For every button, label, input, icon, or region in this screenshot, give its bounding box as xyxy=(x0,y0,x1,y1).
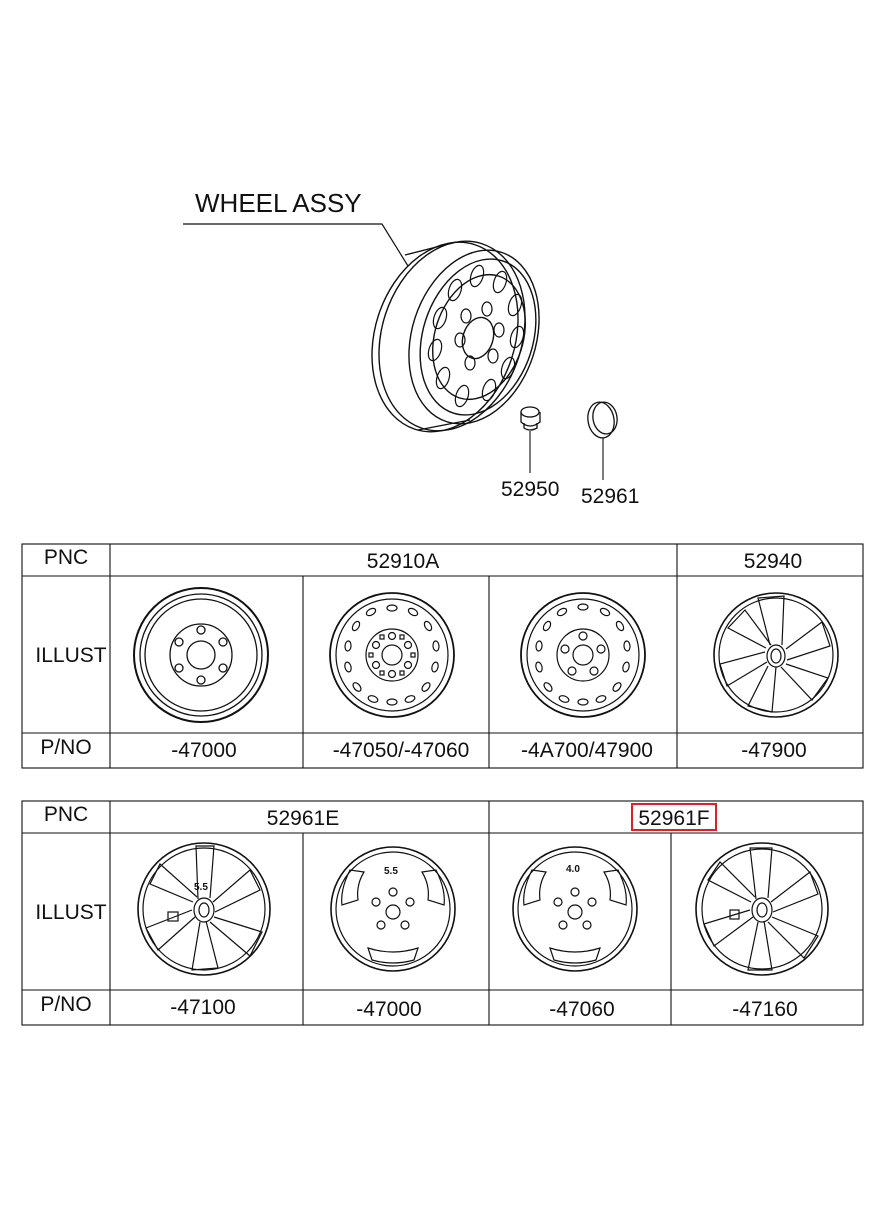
wheel-cover-illustration-47100 xyxy=(137,842,271,976)
table1-part-number-3: -4A700/47900 xyxy=(521,739,653,762)
lug-nut-part xyxy=(520,406,541,431)
wheel-assy-drawing xyxy=(371,240,540,433)
wheel-cover-size-mark-2: 5.5 xyxy=(384,866,398,877)
table1-pnc-label: PNC xyxy=(44,546,88,569)
highlight-box xyxy=(631,803,717,831)
table1-pnc-52910a: 52910A xyxy=(367,550,439,573)
table1-part-number-4: -47900 xyxy=(741,739,806,762)
table2-part-number-1: -47100 xyxy=(170,996,235,1019)
table1-pno-label: P/NO xyxy=(40,736,91,759)
table2-part-number-3: -47060 xyxy=(549,998,614,1021)
slotted-steel-wheel-illustration-1 xyxy=(329,592,455,718)
steel-wheel-illustration xyxy=(133,587,269,723)
wheel-cover-table: PNC ILLUST P/NO 52961E 52961F -47100 -47… xyxy=(21,800,864,1026)
wheel-cover-illustration-47000 xyxy=(330,846,456,972)
wheel-assy-leader-line xyxy=(183,223,409,267)
table2-pno-label: P/NO xyxy=(40,993,91,1016)
center-cap-part-number: 52961 xyxy=(581,485,639,508)
wheel-cover-size-mark-1: 5.5 xyxy=(194,882,208,893)
table1-part-number-2: -47050/-47060 xyxy=(333,739,470,762)
wheel-assembly-illustration: WHEEL ASSY xyxy=(183,188,639,508)
lug-nut-part-number: 52950 xyxy=(501,478,559,501)
table2-pnc-label: PNC xyxy=(44,803,88,826)
wheel-cover-illustration-47060 xyxy=(512,846,638,972)
wheel-assy-title: WHEEL ASSY xyxy=(195,188,362,218)
slotted-steel-wheel-illustration-2 xyxy=(520,592,646,718)
table2-part-number-2: -47000 xyxy=(356,998,421,1021)
table2-part-number-4: -47160 xyxy=(732,998,797,1021)
wheel-table: PNC ILLUST P/NO 52910A 52940 -47000 -470… xyxy=(21,543,864,769)
wheel-cover-size-mark-3: 4.0 xyxy=(566,864,580,875)
table2-pnc-52961e: 52961E xyxy=(267,807,339,830)
wheel-cover-illustration-52940 xyxy=(713,592,839,718)
table2-pnc-52961f: 52961F xyxy=(638,807,709,830)
table1-part-number-1: -47000 xyxy=(171,739,236,762)
wheel-cover-illustration-47160 xyxy=(695,842,829,976)
table1-illust-label: ILLUST xyxy=(35,644,106,667)
table1-pnc-52940: 52940 xyxy=(744,550,802,573)
center-cap-part xyxy=(587,401,618,439)
table2-illust-label: ILLUST xyxy=(35,901,106,924)
